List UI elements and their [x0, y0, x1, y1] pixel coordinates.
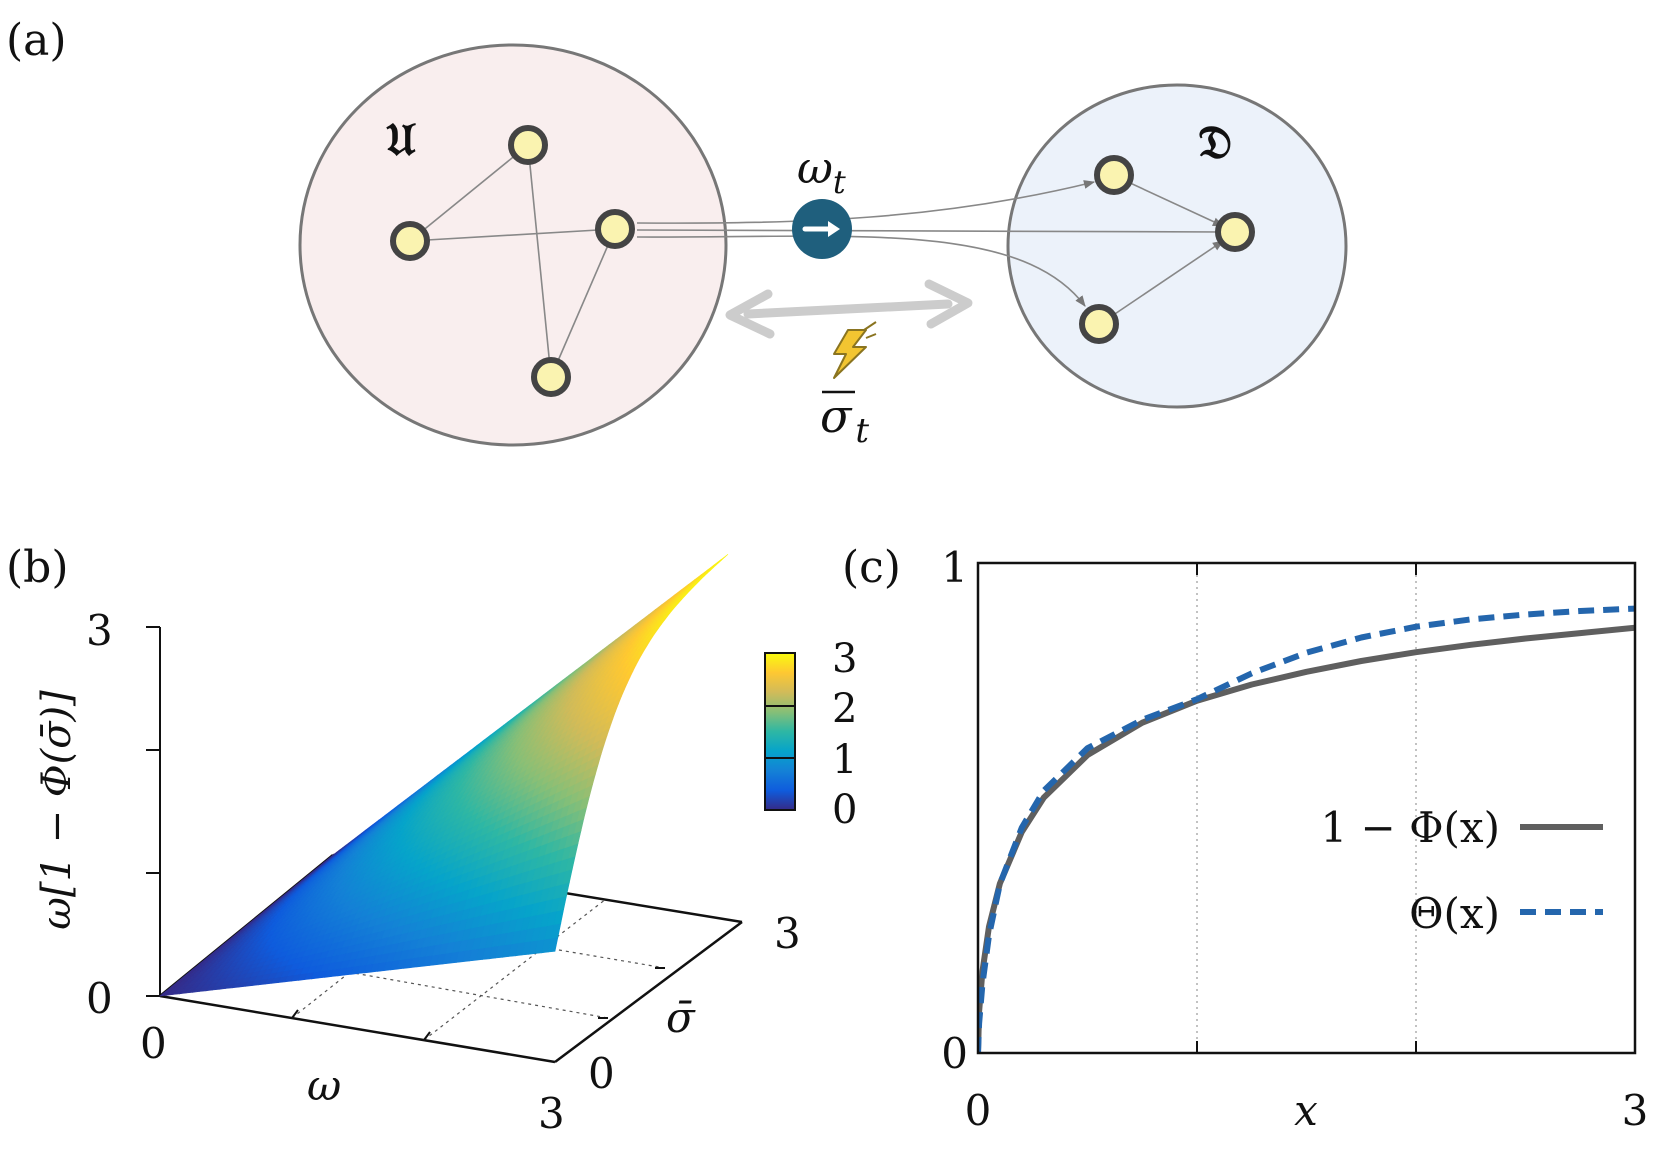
panel-b-label: (b)	[6, 542, 69, 593]
panel-b: (b) 3 0 ω[1 − Φ(σ̄)]	[6, 542, 857, 1138]
coupling-arrow	[725, 279, 973, 339]
panel-c-label: (c)	[842, 542, 901, 593]
x-axis-label: ω	[307, 1061, 341, 1110]
y-tick-label: 0	[588, 1049, 615, 1098]
surface-plot	[159, 554, 729, 997]
right-set-symbol: 𝔇	[1198, 115, 1232, 169]
y-tick-label: 3	[774, 909, 801, 958]
z-tick-label: 0	[86, 974, 113, 1023]
legend: 1 − Φ(x) Θ(x)	[1320, 803, 1603, 938]
node	[1094, 155, 1134, 195]
panel-a-label: (a)	[6, 15, 67, 66]
right-edges	[1099, 175, 1225, 325]
panel-a: (a) 𝔘 𝔇	[6, 15, 1348, 451]
plot-frame	[976, 561, 1637, 1055]
grid	[1196, 563, 1417, 1053]
y-tick-label: 1	[941, 543, 968, 592]
z-tick-label: 3	[86, 606, 113, 655]
node	[390, 221, 430, 261]
legend-label: Θ(x)	[1409, 889, 1500, 938]
x-tick-label: 3	[538, 1089, 565, 1138]
colorbar: 3 2 1 0	[764, 636, 857, 833]
y-axis-label: σ̄	[666, 993, 696, 1042]
node	[1215, 212, 1255, 252]
series-line-0	[978, 624, 1635, 1053]
x-tick-label: 0	[140, 1019, 167, 1068]
colorbar-tick: 3	[832, 636, 857, 682]
colorbar-tick: 1	[832, 737, 857, 783]
x-axis-label: x	[1294, 1086, 1318, 1135]
right-arrow-icon	[802, 221, 840, 237]
legend-label: 1 − Φ(x)	[1320, 803, 1500, 852]
z-axis-label: ω[1 − Φ(σ̄)]	[34, 690, 80, 930]
surface-cell	[718, 554, 729, 563]
series-group	[978, 605, 1635, 1053]
colorbar-tick: 0	[832, 787, 857, 833]
node	[595, 209, 635, 249]
x-tick-label: 0	[965, 1086, 992, 1135]
x-tick-label: 3	[1622, 1086, 1649, 1135]
colorbar-tick: 2	[832, 686, 857, 732]
flow-label: ωt	[797, 143, 846, 201]
lightning-icon	[833, 321, 877, 379]
node	[508, 125, 548, 165]
z-axis-ticks	[146, 626, 160, 997]
right-set-circle	[1006, 83, 1348, 409]
nodes	[390, 125, 1255, 397]
x-ticks	[1196, 563, 1417, 1053]
left-set-circle	[298, 43, 728, 447]
left-edges	[409, 144, 616, 378]
node	[1079, 304, 1119, 344]
series-line-1	[978, 605, 1635, 1053]
node	[531, 357, 571, 397]
flow-edges	[636, 180, 1228, 307]
y-tick-label: 0	[941, 1029, 968, 1078]
left-set-symbol: 𝔘	[386, 112, 416, 166]
panel-c: (c) 1 0 0 3 x 1 − Φ(x) Θ(x)	[842, 542, 1648, 1135]
